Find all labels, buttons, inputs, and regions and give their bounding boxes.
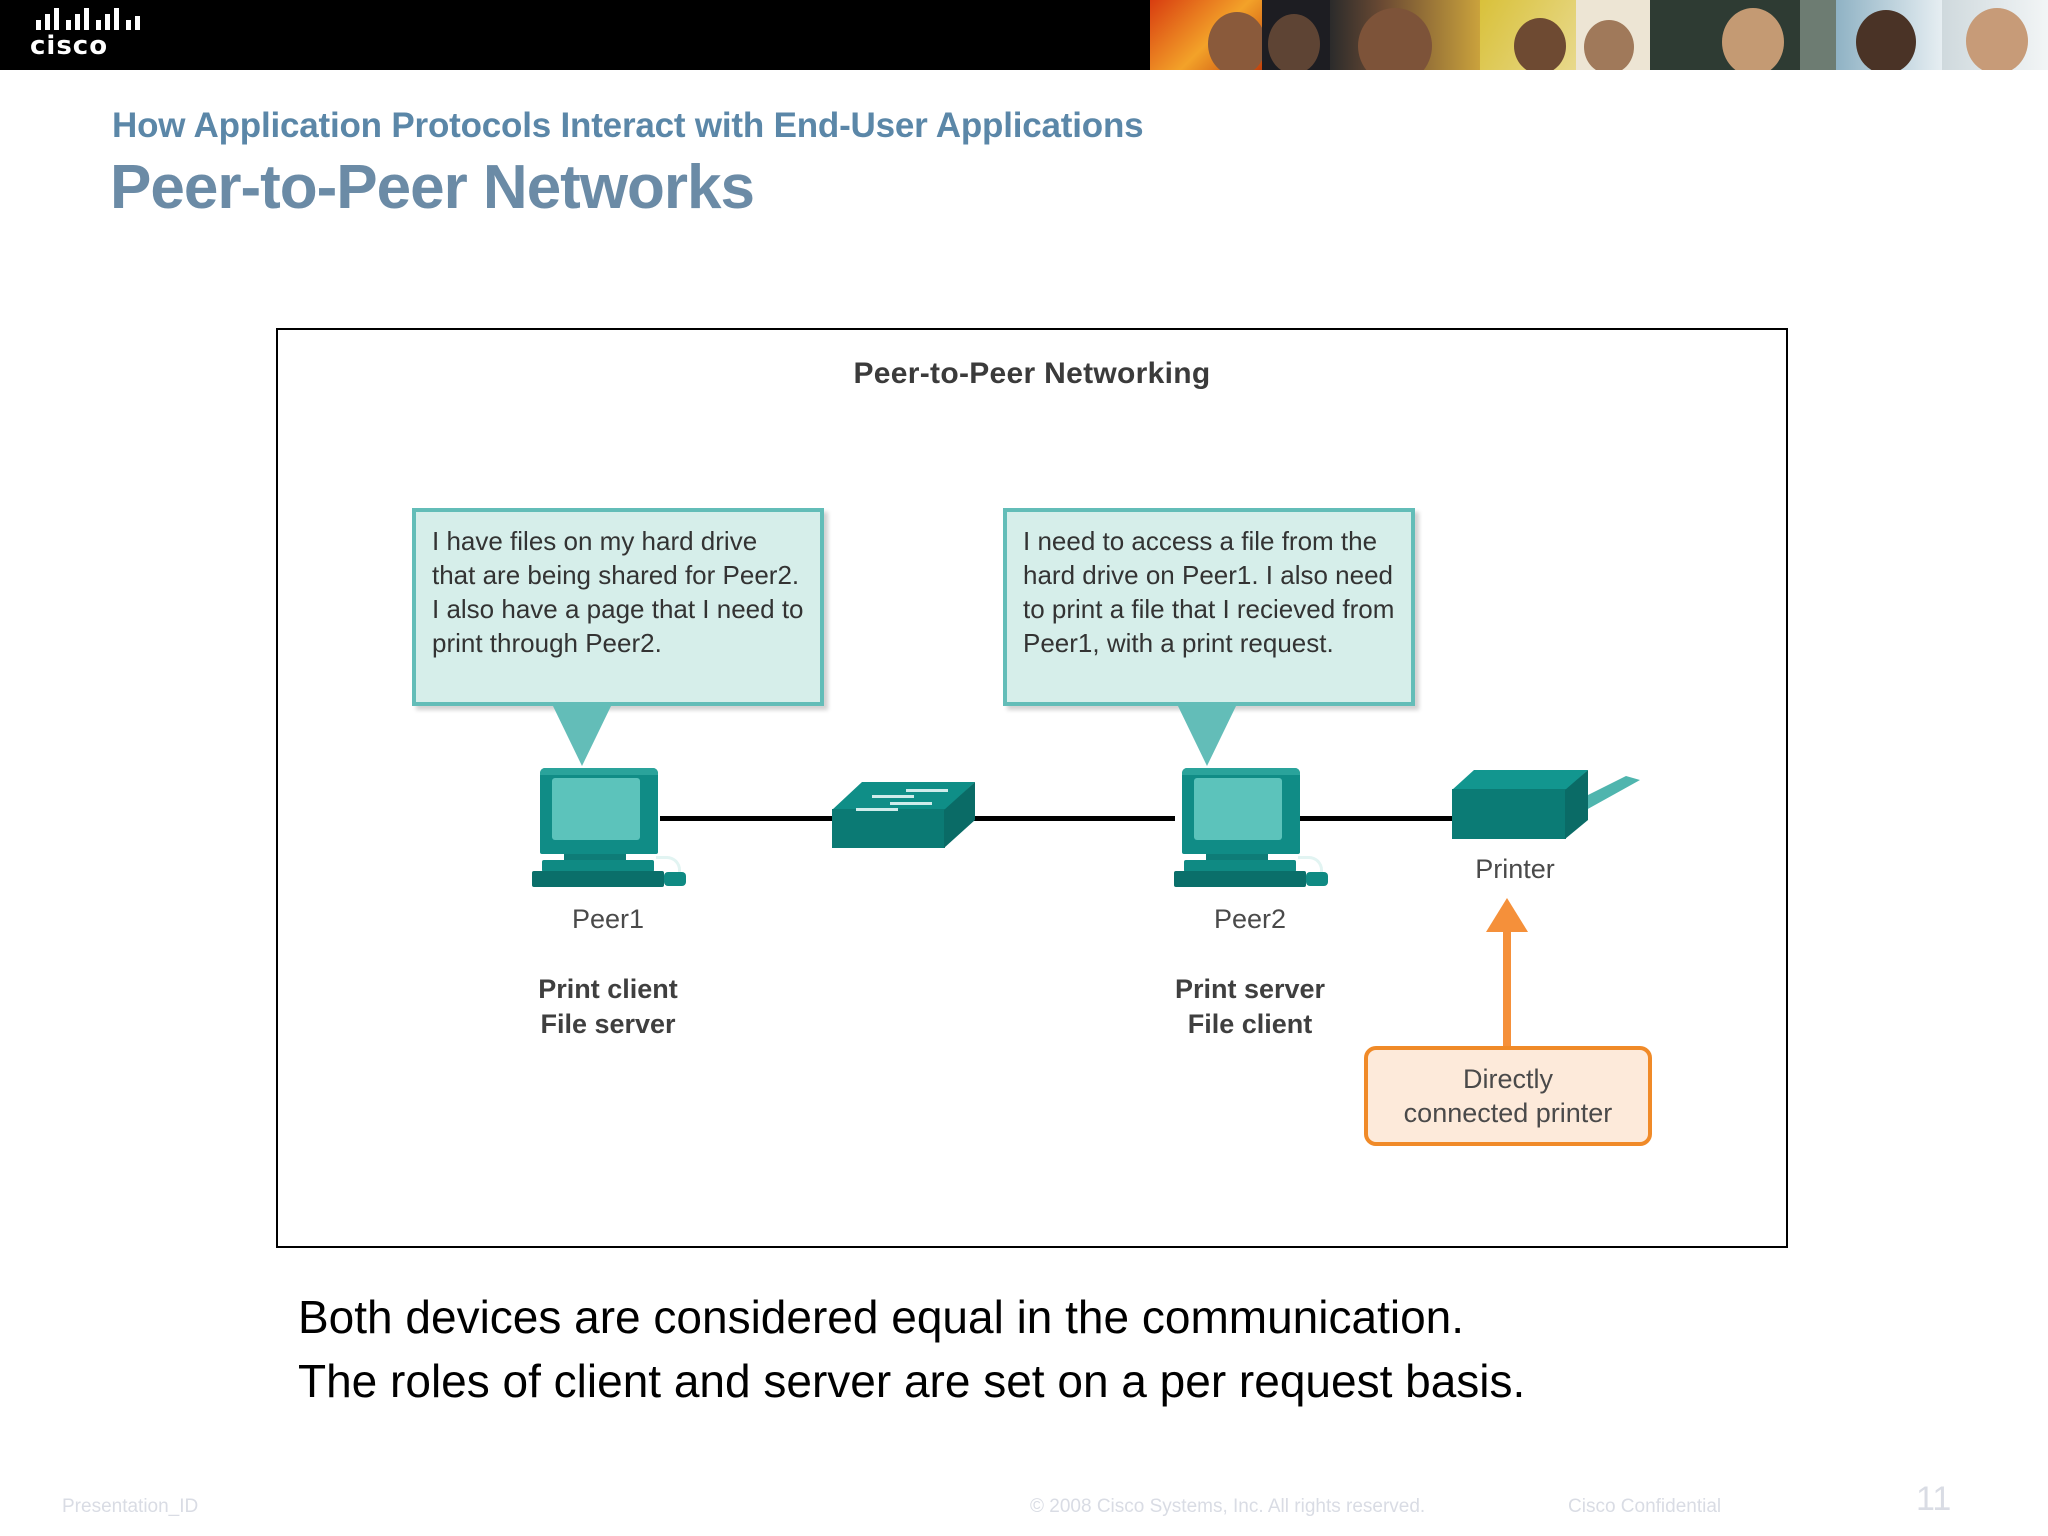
desktop-computer-icon — [528, 768, 688, 893]
speech-bubble-tail — [1177, 704, 1237, 766]
device-peer2: Peer2 — [1170, 768, 1330, 938]
device-peer1: Peer1 — [528, 768, 688, 938]
photo-tile — [1262, 0, 1330, 70]
cisco-bridge-bars-icon — [36, 8, 144, 30]
directly-connected-printer-callout: Directly connected printer — [1364, 1046, 1652, 1146]
device-label-peer1: Peer1 — [571, 904, 645, 934]
callout-arrow-shaft — [1503, 915, 1511, 1048]
link-peer1-switch — [660, 816, 860, 821]
cisco-logo: cisco — [30, 8, 150, 62]
callout-line2: connected printer — [1403, 1098, 1613, 1128]
desktop-computer-icon — [1170, 768, 1330, 893]
peer2-role-labels: Print server File client — [1090, 972, 1410, 1042]
slide-eyebrow: How Application Protocols Interact with … — [112, 106, 1144, 145]
body-copy: Both devices are considered equal in the… — [298, 1285, 1898, 1413]
photo-tile — [1150, 0, 1262, 70]
photo-tile — [1650, 0, 1800, 70]
body-line-2: The roles of client and server are set o… — [298, 1355, 1526, 1407]
footer-slide-number: 11 — [1916, 1480, 1952, 1518]
device-label-printer: Printer — [1475, 854, 1555, 884]
peer1-role-line1: Print client — [538, 974, 678, 1004]
diagram-title: Peer-to-Peer Networking — [853, 357, 1211, 390]
peer1-speech-text: I have files on my hard drive that are b… — [432, 526, 804, 658]
link-peer2-printer — [1272, 816, 1462, 821]
callout-line1: Directly — [1462, 1064, 1553, 1094]
peer2-speech-bubble: I need to access a file from the hard dr… — [1003, 508, 1415, 766]
link-switch-peer2 — [960, 816, 1175, 821]
peer1-speech-bubble: I have files on my hard drive that are b… — [412, 508, 824, 766]
peer1-role-line2: File server — [540, 1009, 676, 1039]
peer2-role-line2: File client — [1187, 1009, 1313, 1039]
device-label-peer2: Peer2 — [1213, 904, 1287, 934]
photo-tile — [1800, 0, 1836, 70]
cisco-wordmark: cisco — [30, 31, 109, 61]
photo-tile — [1576, 0, 1650, 70]
photo-tile — [1942, 0, 2048, 70]
device-switch — [832, 782, 975, 848]
header-photo-strip — [1150, 0, 2048, 70]
footer-presentation-id: Presentation_ID — [62, 1496, 199, 1517]
photo-tile — [1330, 0, 1480, 70]
peer2-speech-text: I need to access a file from the hard dr… — [1023, 526, 1395, 658]
footer-confidential: Cisco Confidential — [1568, 1496, 1722, 1517]
page-title: Peer-to-Peer Networks — [110, 153, 755, 222]
printer-icon — [1452, 770, 1640, 846]
top-black-bar: cisco — [0, 0, 2048, 70]
device-printer: Printer — [1452, 770, 1640, 900]
speech-bubble-tail — [552, 704, 612, 766]
peer1-role-labels: Print client File server — [448, 972, 768, 1042]
footer-copyright: © 2008 Cisco Systems, Inc. All rights re… — [1030, 1496, 1426, 1517]
peer2-role-line1: Print server — [1174, 974, 1326, 1004]
photo-tile — [1836, 0, 1942, 70]
network-switch-icon — [832, 782, 975, 848]
photo-tile — [1480, 0, 1576, 70]
body-line-1: Both devices are considered equal in the… — [298, 1291, 1465, 1343]
